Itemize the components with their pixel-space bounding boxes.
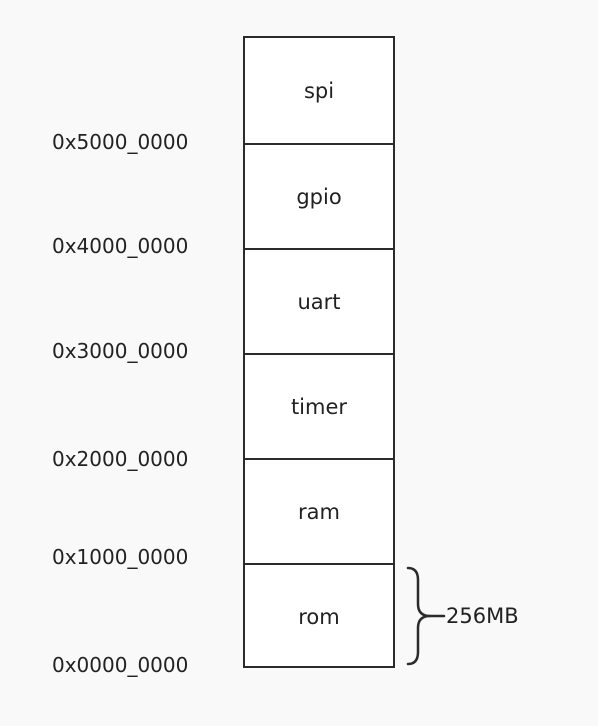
rom-size-label: 256MB [446, 604, 519, 628]
region-uart: uart [245, 248, 393, 353]
region-gpio: gpio [245, 143, 393, 248]
memory-map: spi gpio uart timer ram rom [243, 36, 395, 668]
address-label: 0x2000_0000 [52, 447, 189, 471]
region-timer: timer [245, 353, 393, 458]
region-label: gpio [296, 184, 342, 209]
region-spi: spi [245, 38, 393, 143]
address-label: 0x1000_0000 [52, 545, 189, 569]
region-label: uart [297, 289, 341, 314]
region-label: rom [298, 604, 340, 629]
region-label: timer [290, 394, 348, 419]
address-label: 0x5000_0000 [52, 130, 189, 154]
address-label: 0x0000_0000 [52, 653, 189, 677]
address-label: 0x3000_0000 [52, 339, 189, 363]
region-rom: rom [245, 563, 393, 668]
region-ram: ram [245, 458, 393, 563]
region-label: ram [298, 499, 340, 524]
region-label: spi [303, 78, 335, 103]
address-label: 0x4000_0000 [52, 234, 189, 258]
curly-brace-icon [406, 566, 446, 666]
